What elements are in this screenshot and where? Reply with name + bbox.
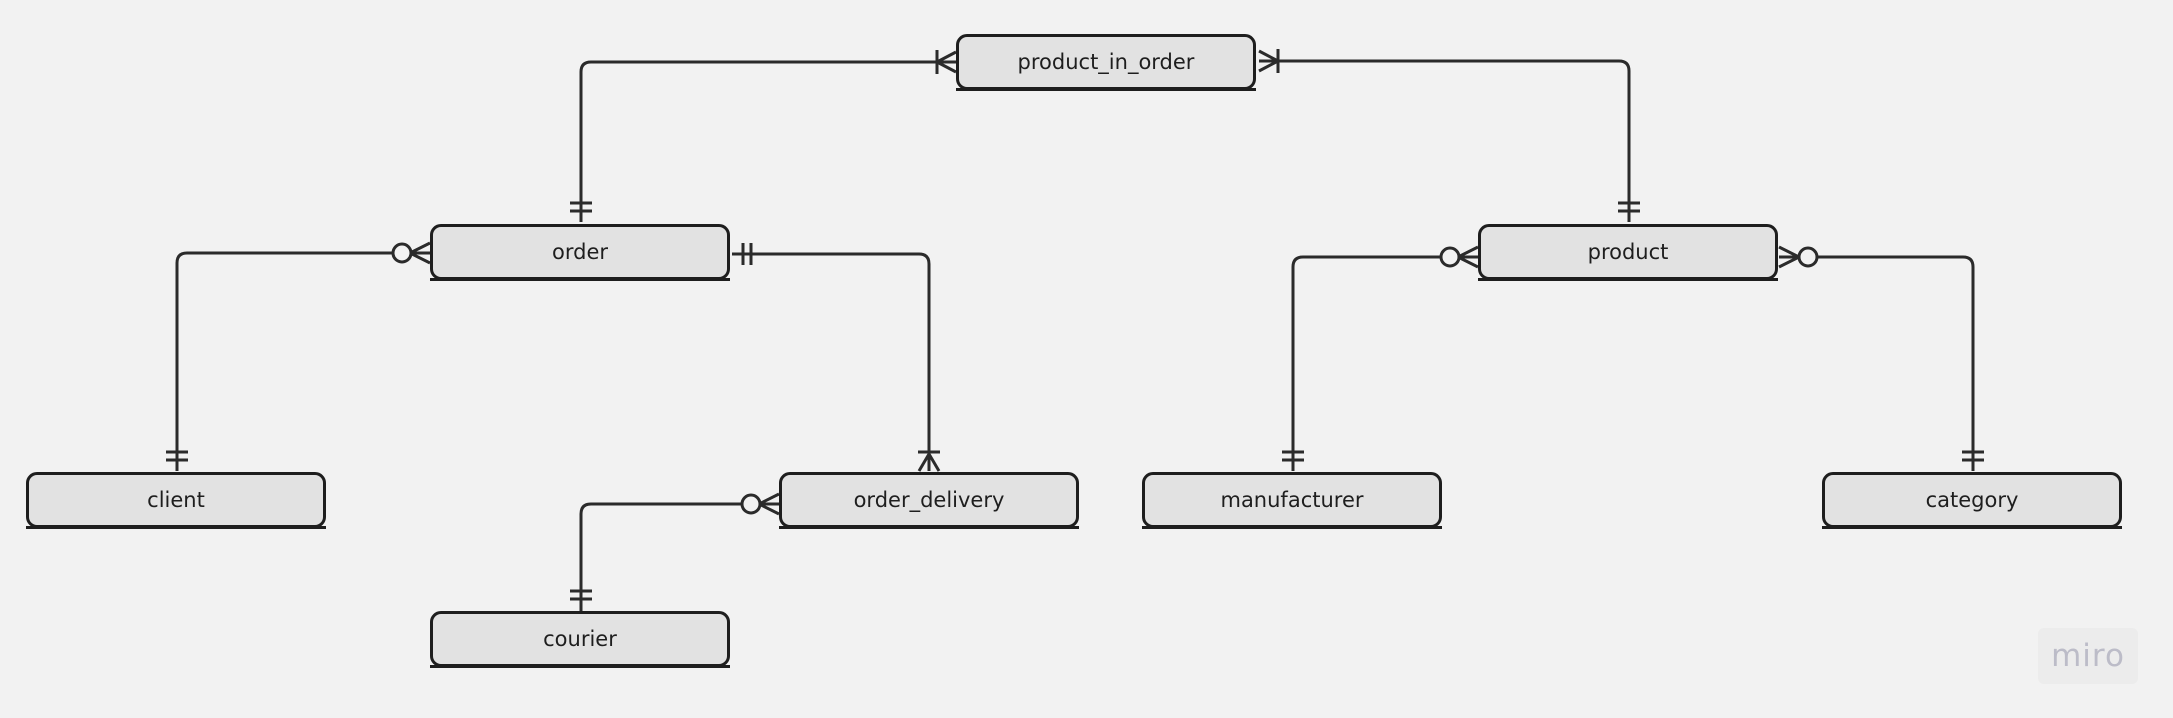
crowfoot-order-delivery-top-b (927, 453, 941, 472)
entity-label: order_delivery (853, 488, 1005, 512)
entity-courier[interactable]: courier (430, 611, 730, 668)
entity-manufacturer[interactable]: manufacturer (1142, 472, 1442, 529)
miro-logo-text: miro (2051, 638, 2125, 674)
crowfoot-product-right-b (1778, 255, 1800, 269)
connector-manufacturer-product[interactable] (1291, 255, 1478, 471)
entity-label: courier (543, 627, 617, 651)
connector-category-product[interactable] (1779, 255, 1975, 471)
crowfoot-product-in-order-left (936, 50, 957, 64)
entity-label: product (1587, 240, 1669, 264)
entity-label: category (1925, 488, 2019, 512)
entity-label: manufacturer (1220, 488, 1364, 512)
crowfoot-product-in-order-left-b (936, 60, 957, 74)
entity-label: product_in_order (1017, 50, 1195, 74)
crowfoot-product-in-order-right-b (1258, 59, 1279, 73)
circle-product-right (1797, 246, 1819, 268)
crowfoot-product-left-b (1457, 255, 1479, 269)
entity-label: client (147, 488, 205, 512)
entity-product-in-order[interactable]: product_in_order (956, 34, 1256, 91)
crowfoot-order-delivery-left-b (758, 502, 780, 516)
connector-order-product-in-order[interactable] (579, 60, 956, 222)
crowfoot-product-right-a (1778, 245, 1800, 259)
entity-order-delivery[interactable]: order_delivery (779, 472, 1079, 529)
connector-courier-order-delivery[interactable] (579, 502, 779, 611)
connector-order-order-delivery[interactable] (732, 252, 931, 471)
crowfoot-product-left-a (1457, 245, 1479, 259)
crowfoot-order-delivery-top-a (917, 453, 931, 472)
connector-client-order[interactable] (175, 251, 430, 471)
circle-order-left (391, 242, 413, 264)
crowfoot-order-left-b (409, 251, 431, 265)
entity-category[interactable]: category (1822, 472, 2122, 529)
miro-logo: miro (2038, 628, 2138, 684)
circle-order-delivery-left (740, 493, 762, 515)
circle-product-left (1439, 246, 1461, 268)
crowfoot-product-in-order-right-a (1258, 49, 1279, 63)
crowfoot-order-left-a (409, 241, 431, 255)
connector-product-product-in-order[interactable] (1259, 59, 1631, 222)
entity-client[interactable]: client (26, 472, 326, 529)
entity-product[interactable]: product (1478, 224, 1778, 281)
entity-label: order (552, 240, 608, 264)
entity-order[interactable]: order (430, 224, 730, 281)
crowfoot-order-delivery-left-a (758, 492, 780, 506)
